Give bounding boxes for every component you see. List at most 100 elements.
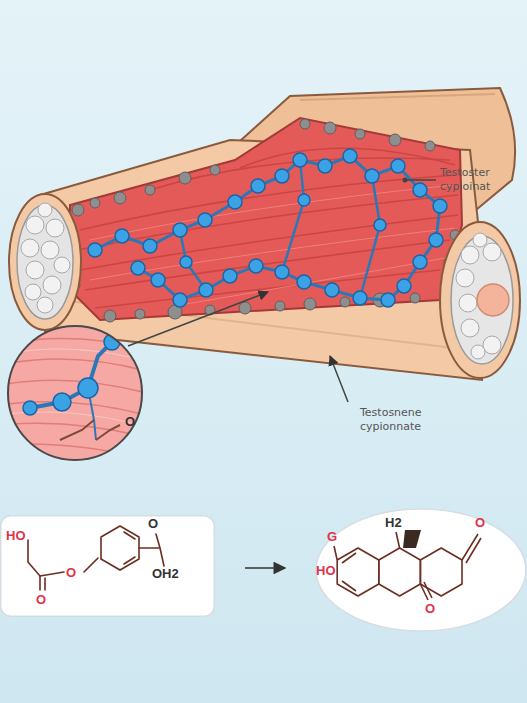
- right-tube-end: [440, 222, 520, 378]
- magnified-inset: [23, 401, 37, 415]
- molecule-chain: [180, 256, 192, 268]
- left-tube-end: [21, 203, 70, 313]
- magnified-inset: [0, 339, 150, 350]
- muscle-cutaway: [90, 185, 455, 240]
- ring-structure: [462, 534, 481, 563]
- ring-structure: [420, 582, 432, 600]
- atom-label: G: [327, 530, 337, 543]
- magnified-inset: O: [7, 325, 143, 461]
- atom-label: O: [125, 415, 135, 428]
- node-outline: [315, 508, 527, 632]
- molecule-chain: [293, 153, 307, 167]
- molecule-chain: [365, 169, 379, 183]
- node-outline: [7, 325, 143, 461]
- ring-structure: [396, 532, 400, 548]
- left-tube-end: [21, 239, 39, 257]
- molecule-chain: [275, 265, 289, 279]
- structural-formula: [28, 540, 40, 590]
- inset-outline: [8, 326, 142, 460]
- node-outline: [0, 515, 215, 617]
- right-tube-end: [473, 233, 487, 247]
- ring-structure: [379, 548, 421, 596]
- atom-label: OH2: [152, 567, 179, 580]
- left-tube-end: [26, 261, 44, 279]
- molecule-chain: [413, 183, 427, 197]
- tissue-granules: [275, 301, 285, 311]
- magnified-inset: [7, 325, 143, 461]
- molecule-chain: [88, 149, 447, 307]
- callout-label: Testoster cypioinat: [440, 166, 526, 194]
- left-tube-end: [37, 297, 53, 313]
- molecule-chain: [343, 149, 357, 163]
- structural-formula: [101, 526, 139, 570]
- right-tube-end: [440, 222, 520, 378]
- magnified-inset: [78, 378, 98, 398]
- muscle-cutaway: [240, 148, 455, 168]
- right-tube-end: [459, 294, 477, 312]
- tissue-granules: [355, 129, 365, 139]
- leader-line: [330, 356, 348, 402]
- magnified-inset: [0, 359, 150, 372]
- left-tube-end: [43, 276, 61, 294]
- atom-label: O: [36, 593, 46, 606]
- right-tube-end: [471, 345, 485, 359]
- molecule-chain: [95, 156, 440, 300]
- magnified-inset: [0, 412, 150, 428]
- molecule-chain: [131, 261, 145, 275]
- magnified-inset: [0, 339, 150, 460]
- callout-label: Testosnene cypionnate: [360, 406, 470, 434]
- atom-label: O: [148, 517, 158, 530]
- ellipse-outline: [316, 509, 526, 631]
- right-tube-end: [461, 319, 479, 337]
- atom-label: H2: [385, 516, 402, 529]
- reaction-arrow: [245, 567, 285, 569]
- molecule-chain: [360, 176, 380, 298]
- molecule-chain: [397, 279, 411, 293]
- molecule-chain: [433, 199, 447, 213]
- molecule-chain: [199, 283, 213, 297]
- magnified-inset: [0, 325, 150, 461]
- leader-line: [128, 180, 436, 402]
- right-tube-end: [483, 243, 501, 261]
- molecule-chain: [180, 230, 206, 290]
- magnified-inset: [53, 393, 71, 411]
- molecule-chain: [151, 273, 165, 287]
- tissue-granules: [324, 122, 336, 134]
- right-tube-end: [483, 336, 501, 354]
- left-tube-end: [38, 203, 52, 217]
- atom-label: O: [66, 566, 76, 579]
- right-tube-end: [456, 269, 474, 287]
- wedge-bond: [403, 530, 421, 548]
- molecule-chain: [173, 223, 187, 237]
- molecule-chain: [228, 195, 242, 209]
- atom-label: HO: [6, 529, 26, 542]
- ring-structure: [334, 546, 337, 560]
- muscle-cutaway: [95, 270, 440, 308]
- tissue-granules: [389, 134, 401, 146]
- reactant-structure: HO O O O OH2: [0, 515, 215, 617]
- leader-line: [128, 292, 268, 346]
- tissue-granules: [135, 309, 145, 319]
- leader-line: [405, 179, 436, 181]
- left-tube-end: [46, 219, 64, 237]
- tissue-granules: [145, 185, 155, 195]
- box-outline: [1, 516, 215, 617]
- molecule-chain: [325, 283, 339, 297]
- left-tube-end: [17, 205, 73, 319]
- tissue-granules: [72, 204, 84, 216]
- tissue-granules: [205, 305, 215, 315]
- muscle-cutaway: [85, 240, 450, 290]
- structural-formula: [139, 534, 164, 566]
- muscle-cutaway: [90, 185, 455, 305]
- right-tube-end: [477, 284, 509, 316]
- ring-structure: [342, 553, 356, 591]
- structural-formula: [28, 526, 164, 590]
- molecule-chain: [249, 259, 263, 273]
- structural-formula: [44, 578, 46, 590]
- magnified-inset: [30, 342, 112, 408]
- tissue-granules: [179, 172, 191, 184]
- tissue-granules: [114, 192, 126, 204]
- tissue-granules: [410, 293, 420, 303]
